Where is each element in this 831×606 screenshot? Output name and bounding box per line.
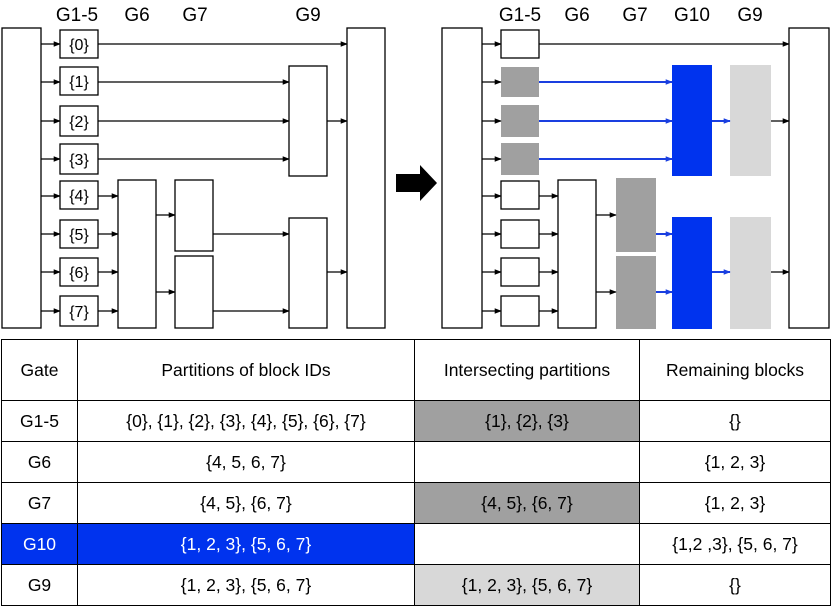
right-block-0 [500, 29, 540, 59]
table-row: G9 {1, 2, 3}, {5, 6, 7} {1, 2, 3}, {5, 6… [1, 564, 831, 606]
cell-partitions: {4, 5}, {6, 7} [77, 482, 415, 524]
gate-partition-table: Gate Partitions of block IDs Intersectin… [1, 339, 831, 606]
header-remaining: Remaining blocks [639, 339, 831, 401]
right-blue-arrows [539, 79, 731, 295]
left-block-label: {1} [69, 74, 89, 91]
table-row: G7 {4, 5}, {6, 7} {4, 5}, {6, 7} {1, 2, … [1, 482, 831, 524]
cell-partitions: {1, 2, 3}, {5, 6, 7} [77, 523, 415, 565]
right-block-1-intersect [501, 67, 539, 97]
left-g6-box [117, 179, 157, 329]
cell-intersecting: {1, 2, 3}, {5, 6, 7} [414, 564, 640, 606]
header-intersecting: Intersecting partitions [414, 339, 640, 401]
cell-partitions: {1, 2, 3}, {5, 6, 7} [77, 564, 415, 606]
right-g7-box-bottom-intersect [616, 256, 656, 329]
left-block-label: {2} [69, 114, 89, 131]
cell-remaining: {} [639, 564, 831, 606]
cell-remaining: {1,2 ,3}, {5, 6, 7} [639, 523, 831, 565]
left-block-label: {7} [69, 304, 89, 321]
table-row: G10 {1, 2, 3}, {5, 6, 7} {1,2 ,3}, {5, 6… [1, 523, 831, 565]
transform-arrow [396, 165, 437, 201]
left-block-label: {6} [69, 265, 89, 282]
left-g7-box-bottom [174, 255, 214, 329]
right-header-g10: G10 [674, 5, 710, 26]
left-block-label: {4} [69, 188, 89, 205]
cell-gate: G6 [1, 441, 78, 483]
cell-intersecting: {4, 5}, {6, 7} [414, 482, 640, 524]
left-header-g7: G7 [182, 5, 207, 26]
cell-intersecting: {1}, {2}, {3} [414, 400, 640, 442]
left-block-1 [59, 66, 99, 96]
right-g10-box-bottom [672, 217, 712, 329]
cell-intersecting [414, 523, 640, 565]
header-partitions: Partitions of block IDs [77, 339, 415, 401]
left-g9-box-bottom [288, 217, 328, 329]
right-header-g9: G9 [737, 5, 762, 26]
table-row: G1-5 {0}, {1}, {2}, {3}, {4}, {5}, {6}, … [1, 400, 831, 442]
left-header-g6: G6 [124, 5, 149, 26]
left-block-4 [59, 180, 99, 210]
gate-diagram: G1-5 G6 G7 G9 {0} {1} {2} {3} {4} {5} {6… [1, 5, 830, 329]
cell-gate: G7 [1, 482, 78, 524]
right-g10-box-top [672, 65, 712, 176]
left-input-bar [1, 27, 42, 329]
right-header-g6: G6 [564, 5, 589, 26]
left-g7-box-top [174, 179, 214, 252]
right-block-4 [500, 180, 540, 210]
cell-remaining: {1, 2, 3} [639, 441, 831, 483]
left-block-label: {3} [69, 152, 89, 169]
left-block-label: {0} [69, 37, 89, 54]
cell-gate: G10 [1, 523, 78, 565]
right-g9-box-bottom-remaining [730, 217, 771, 329]
cell-partitions: {0}, {1}, {2}, {3}, {4}, {5}, {6}, {7} [77, 400, 415, 442]
right-block-3-intersect [501, 143, 539, 175]
cell-partitions: {4, 5, 6, 7} [77, 441, 415, 483]
left-header-g1-5: G1-5 [56, 5, 98, 26]
cell-gate: G9 [1, 564, 78, 606]
right-block-7 [500, 295, 540, 327]
table-row: G6 {4, 5, 6, 7} {1, 2, 3} [1, 441, 831, 483]
left-header-g9: G9 [295, 5, 320, 26]
right-block-5 [500, 219, 540, 249]
left-block-2 [59, 105, 99, 137]
right-block-6 [500, 257, 540, 287]
left-arrows [41, 41, 348, 314]
right-header-g7: G7 [622, 5, 647, 26]
table-header-row: Gate Partitions of block IDs Intersectin… [1, 339, 831, 401]
left-output-bar [346, 27, 386, 329]
right-block-2-intersect [501, 105, 539, 137]
header-gate: Gate [1, 339, 78, 401]
cell-intersecting [414, 441, 640, 483]
right-input-bar [441, 27, 483, 329]
right-g6-box [557, 179, 597, 329]
right-g9-box-top-remaining [730, 65, 771, 176]
left-block-6 [59, 257, 99, 287]
right-header-g1-5: G1-5 [499, 5, 541, 26]
right-arrows [482, 41, 790, 314]
right-g7-box-top-intersect [616, 178, 656, 252]
right-output-bar [788, 27, 830, 329]
left-block-label: {5} [69, 227, 89, 244]
left-g9-box-top [288, 65, 328, 177]
cell-remaining: {1, 2, 3} [639, 482, 831, 524]
cell-remaining: {} [639, 400, 831, 442]
cell-gate: G1-5 [1, 400, 78, 442]
